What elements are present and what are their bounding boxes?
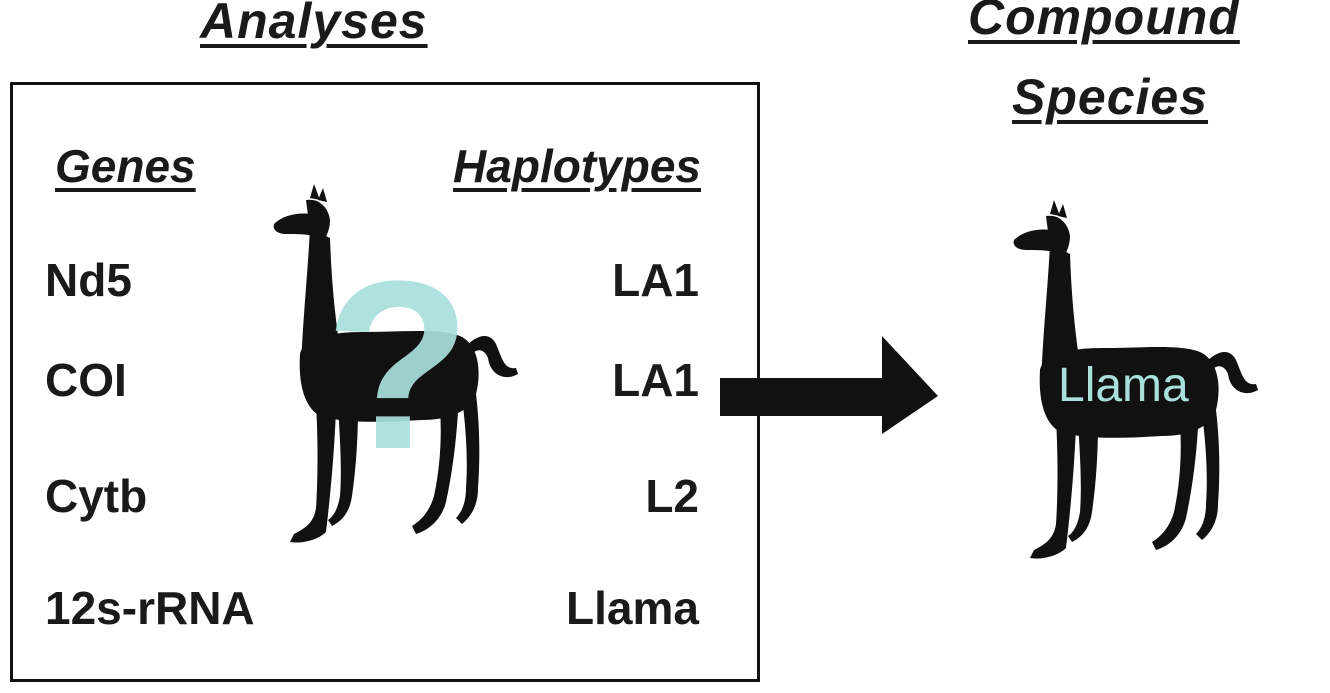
haplotype-label: L2 bbox=[645, 470, 699, 522]
haplotype-label: Llama bbox=[566, 582, 699, 634]
species-heading: Species bbox=[1012, 69, 1209, 125]
compound-heading: Compound bbox=[968, 0, 1240, 45]
haplotypes-header: Haplotypes bbox=[453, 140, 701, 192]
gene-label: 12s-rRNA bbox=[45, 582, 255, 634]
gene-label: Nd5 bbox=[45, 254, 132, 306]
gene-label: Cytb bbox=[45, 470, 148, 522]
genes-header: Genes bbox=[55, 140, 196, 192]
analyses-heading: Analyses bbox=[200, 0, 428, 49]
llama-result-label: Llama bbox=[1058, 359, 1189, 412]
analyses-box: Genes Haplotypes Nd5 COI Cytb 12s-rRNA L… bbox=[10, 82, 760, 682]
gene-label: COI bbox=[45, 354, 127, 406]
haplotype-label: LA1 bbox=[612, 354, 699, 406]
haplotype-label: LA1 bbox=[612, 254, 699, 306]
